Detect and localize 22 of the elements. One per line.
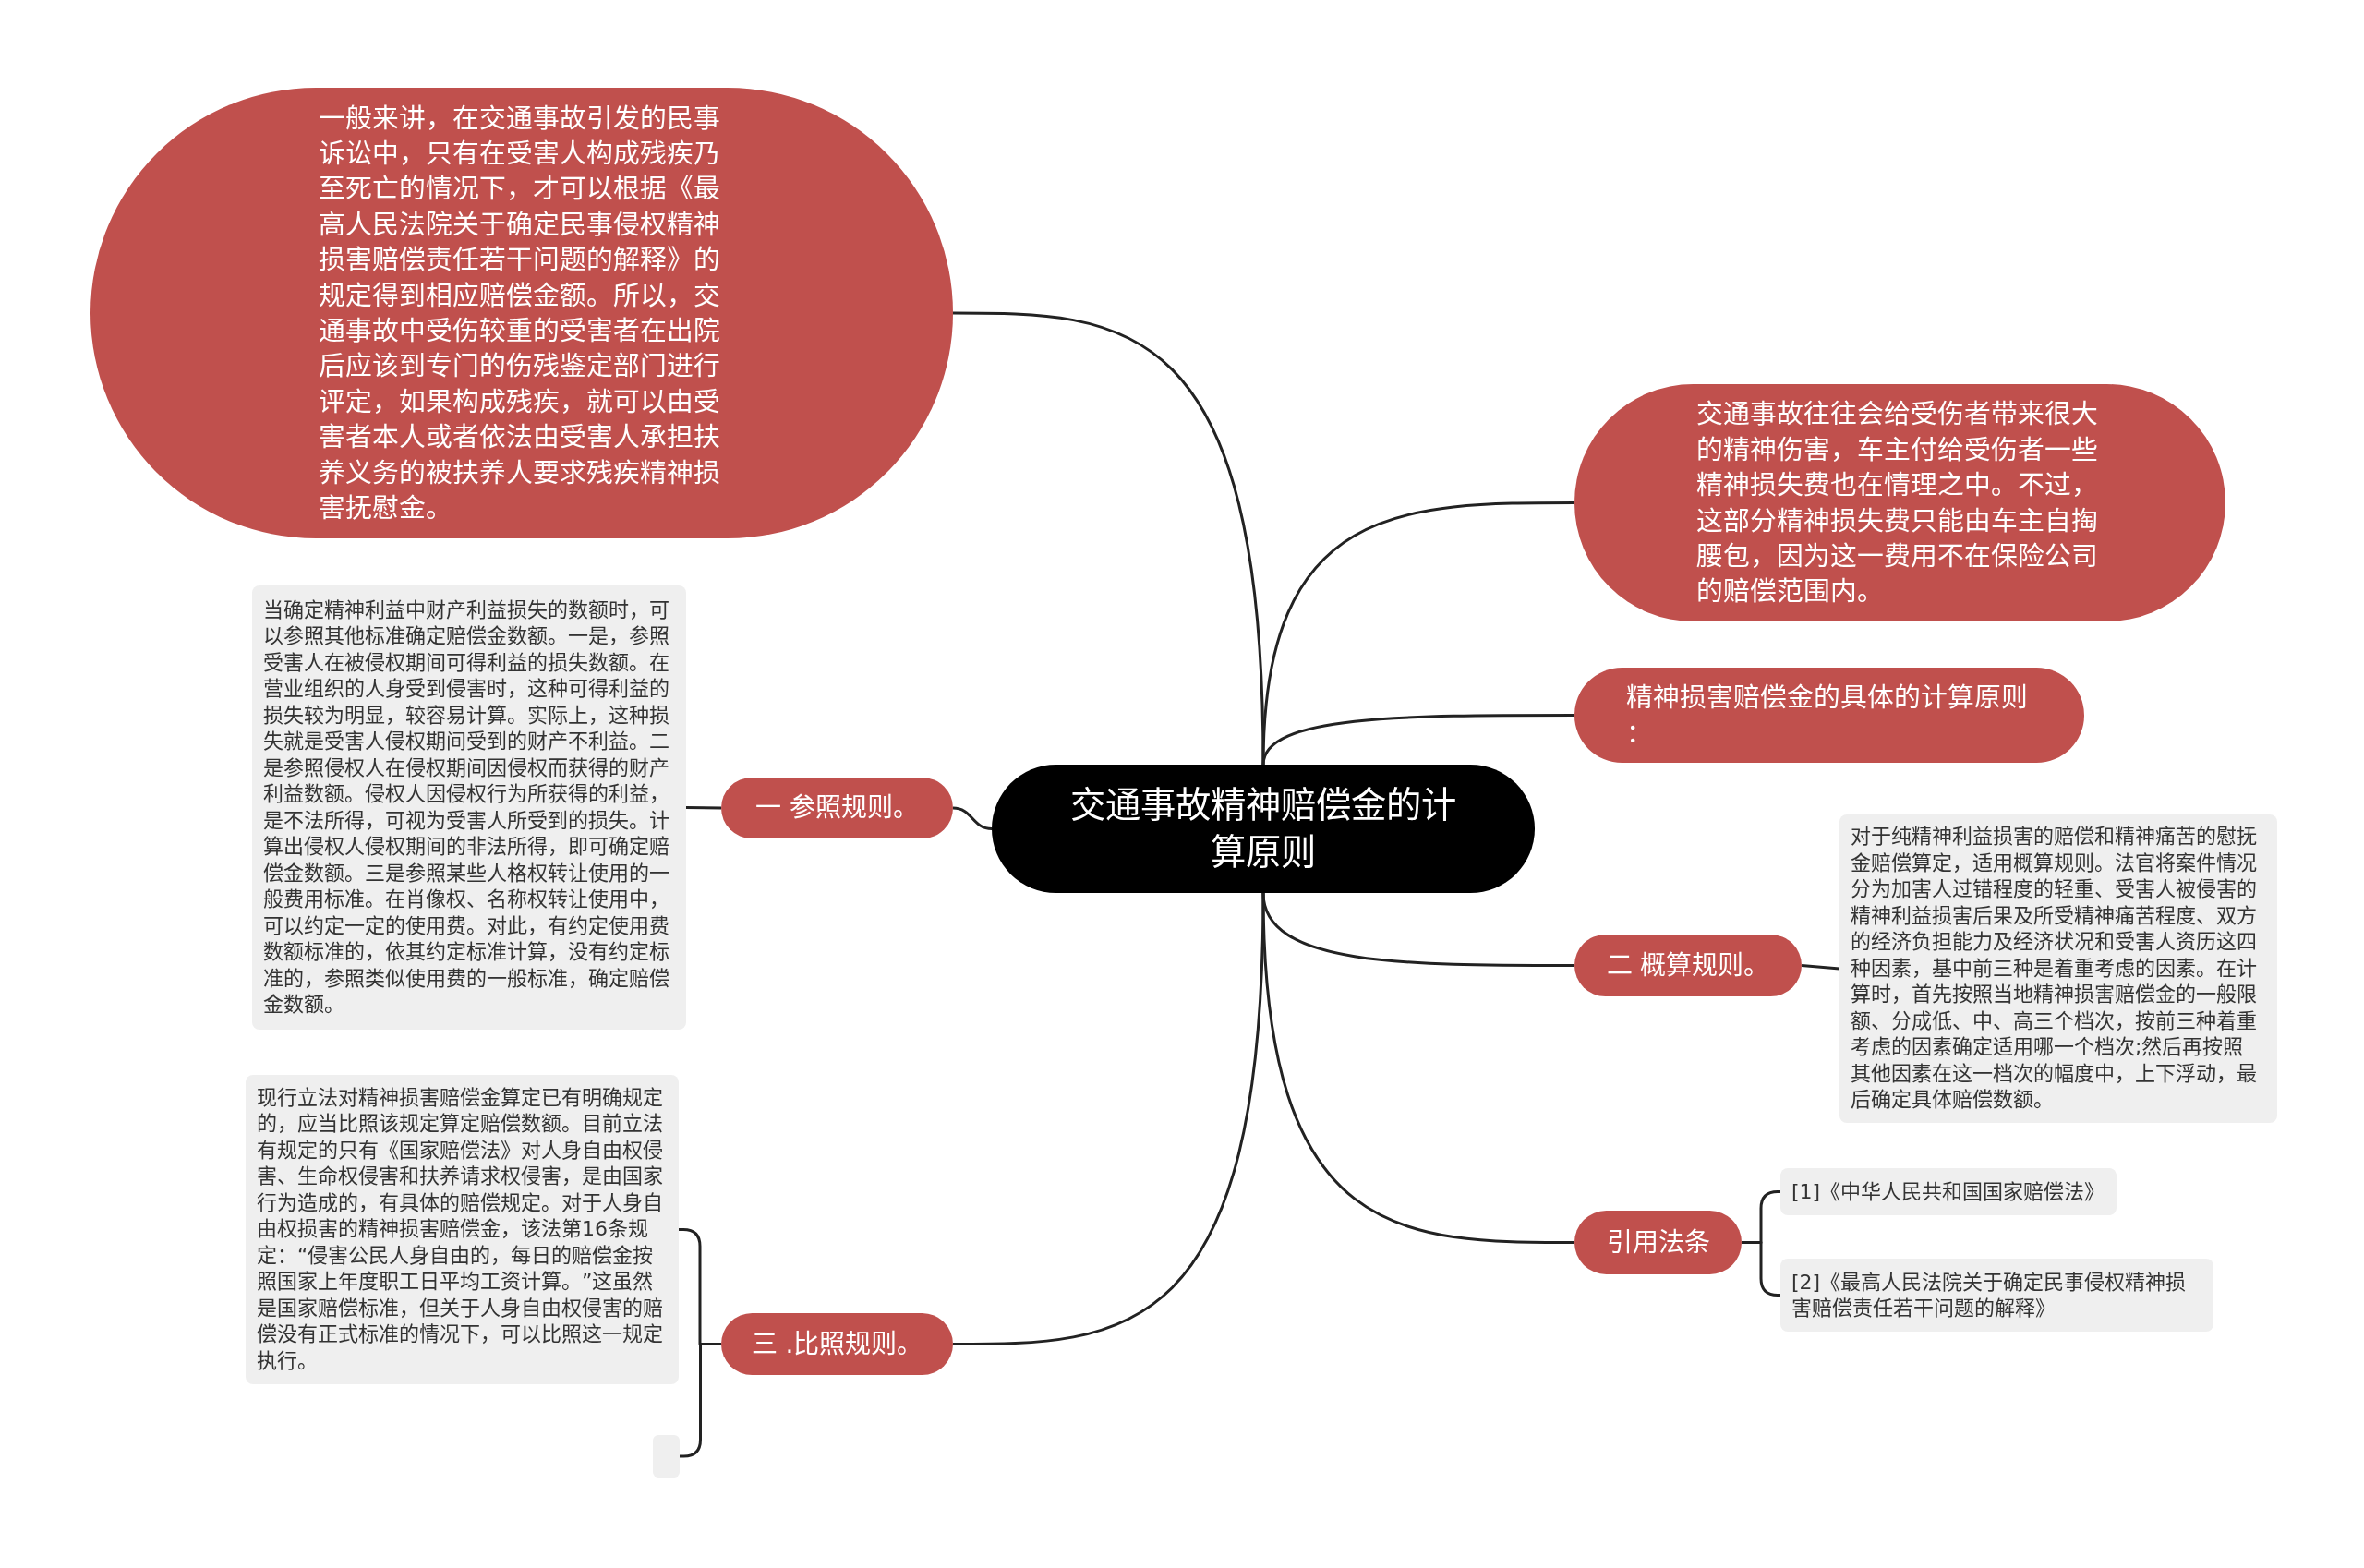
central-topic-pill: 交通事故精神赔偿金的计算原则 — [992, 765, 1535, 893]
connector-line — [685, 806, 722, 810]
connector-line — [953, 311, 1265, 766]
branch-pill: 一 参照规则。 — [721, 778, 953, 838]
note-card: 现行立法对精神损害赔偿金算定已有明确规定的，应当比照该规定算定赔偿数额。目前立法有规定的只有《国家赔偿法》对人身自由权侵害、生命权侵害和扶养请求权侵害，是由国家行为造成的，有具体的赔偿规定。对于人身自由权损害的精神损害赔偿金，该法第16条规定：“侵害公民人身自由的，每日的赔偿金按照国家上年度职工日平均工资计算。”这虽然是国家赔偿标准，但关于人身自由权侵害的赔偿没有正式标准的情况下，可以比照这一规定执行。 — [246, 1075, 679, 1384]
connector-line — [1261, 501, 1574, 766]
empty-box — [653, 1435, 680, 1478]
topic-bubble: 一般来讲，在交通事故引发的民事诉讼中，只有在受害人构成残疾乃至死亡的情况下，才可以根据《最高人民法院关于确定民事侵权精神损害赔偿责任若干问题的解释》的规定得到相应赔偿金额。所以，交通事故中受伤较重的受害者在出院后应该到专门的伤残鉴定部门进行评定，如果构成残疾，就可以由受害者本人或者依法由受害人承担扶养义务的被扶养人要求残疾精神损害抚慰金。 — [90, 88, 953, 538]
connector-line — [952, 806, 993, 830]
note-card: 当确定精神利益中财产利益损失的数额时，可以参照其他标准确定赔偿金数额。一是，参照受害人在被侵权期间可得利益的损失数额。在营业组织的人身受到侵害时，这种可得利益的损失较为明显，较容易计算。实际上，这种损失就是受害人侵权期间受到的财产不利益。二是参照侵权人在侵权期间因侵权而获得的财产利益数额。侵权人因侵权行为所获得的利益，是不法所得，可视为受害人所受到的损失。计算出侵权人侵权期间的非法所得，即可确定赔偿金数额。三是参照某些人格权转让使用的一般费用标准。在肖像权、名称权转让使用中，可以约定一定的使用费。对此，有约定使用费数额标准的，依其约定标准计算，没有约定标准的，参照类似使用费的一般标准，确定赔偿金数额。 — [252, 585, 686, 1030]
reference-card: [2]《最高人民法院关于确定民事侵权精神损害赔偿责任若干问题的解释》 — [1780, 1259, 2213, 1332]
connector-line — [1801, 964, 1840, 971]
connector-line — [953, 892, 1265, 1345]
branch-pill: 二 概算规则。 — [1574, 935, 1802, 996]
note-card: 对于纯精神利益损害的赔偿和精神痛苦的慰抚金赔偿算定，适用概算规则。法官将案件情况分为加害人过错程度的轻重、受害人被侵害的精神利益损害后果及所受精神痛苦程度、双方的经济负担能力及经济状况和受害人资历这四种因素，基中前三种是着重考虑的因素。在计算时，首先按照当地精神损害赔偿金的一般限额、分成低、中、高三个档次，按前三种着重考虑的因素确定适用哪一个档次;然后再按照其他因素在这一档次的幅度中，上下浮动，最后确定具体赔偿数额。 — [1839, 814, 2277, 1123]
branch-pill: 三 .比照规则。 — [721, 1313, 953, 1375]
connector-line — [1261, 892, 1574, 1244]
branch-pill: 引用法条 — [1574, 1211, 1742, 1274]
reference-card: [1]《中华人民共和国国家赔偿法》 — [1780, 1168, 2117, 1215]
topic-bubble: 交通事故往往会给受伤者带来很大的精神伤害，车主付给受伤者一些精神损失费也在情理之中。不过，这部分精神损失费只能由车主自掏腰包，因为这一费用不在保险公司的赔偿范围内。 — [1574, 384, 2225, 621]
topic-bubble: 精神损害赔偿金的具体的计算原则： — [1574, 668, 2084, 763]
connector-line — [1261, 714, 1574, 766]
